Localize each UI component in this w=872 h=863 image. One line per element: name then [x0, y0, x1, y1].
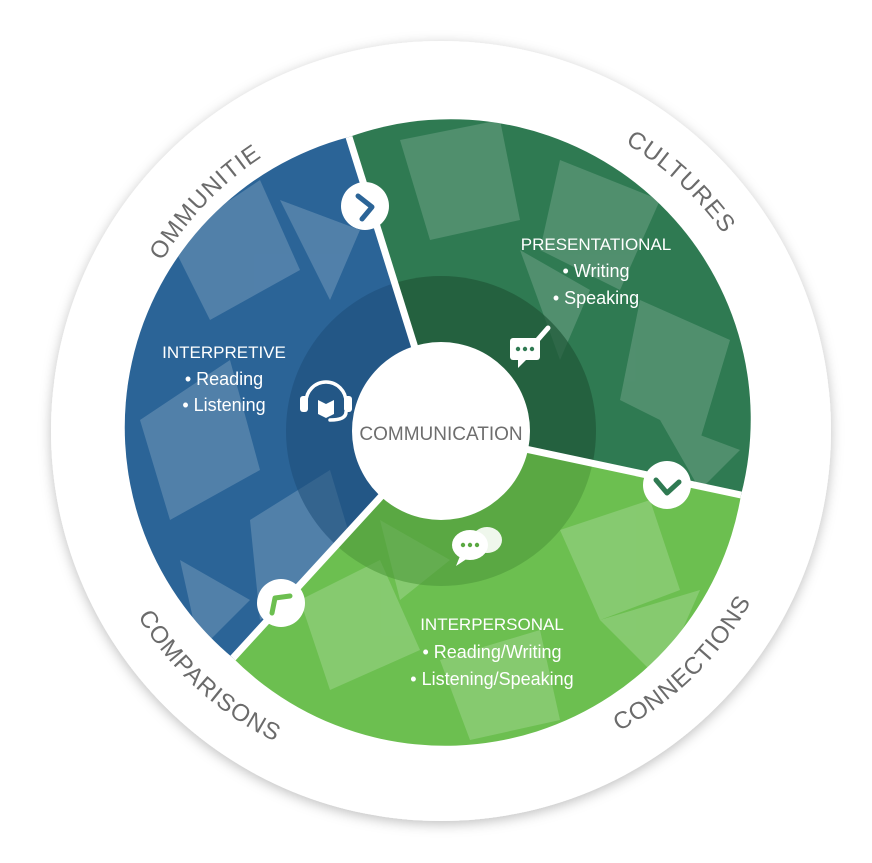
center-circle [352, 342, 530, 520]
arrow-badge-top [341, 182, 389, 230]
interpersonal-item-1: • Reading/Writing [422, 642, 561, 662]
interpretive-item-1: • Reading [185, 369, 263, 389]
interpretive-item-2: • Listening [182, 395, 265, 415]
pen-speech-icon [510, 325, 551, 368]
presentational-text: PRESENTATIONAL • Writing • Speaking [521, 235, 672, 308]
center-label: COMMUNICATION [359, 424, 522, 445]
interpretive-segment [124, 137, 441, 658]
arrow-badge-left [257, 579, 305, 627]
presentational-item-2: • Speaking [553, 288, 639, 308]
headset-book-icon [300, 380, 352, 422]
interpersonal-item-2: • Listening/Speaking [410, 669, 573, 689]
interpretive-title: INTERPRETIVE [162, 343, 286, 362]
interpretive-text: INTERPRETIVE • Reading • Listening [162, 343, 286, 415]
interpersonal-text: INTERPERSONAL • Reading/Writing • Listen… [410, 615, 573, 689]
presentational-item-1: • Writing [563, 261, 630, 281]
chat-bubbles-icon [452, 527, 502, 566]
presentational-title: PRESENTATIONAL [521, 235, 672, 254]
arrow-badge-right [643, 461, 691, 509]
interpersonal-title: INTERPERSONAL [420, 615, 564, 634]
